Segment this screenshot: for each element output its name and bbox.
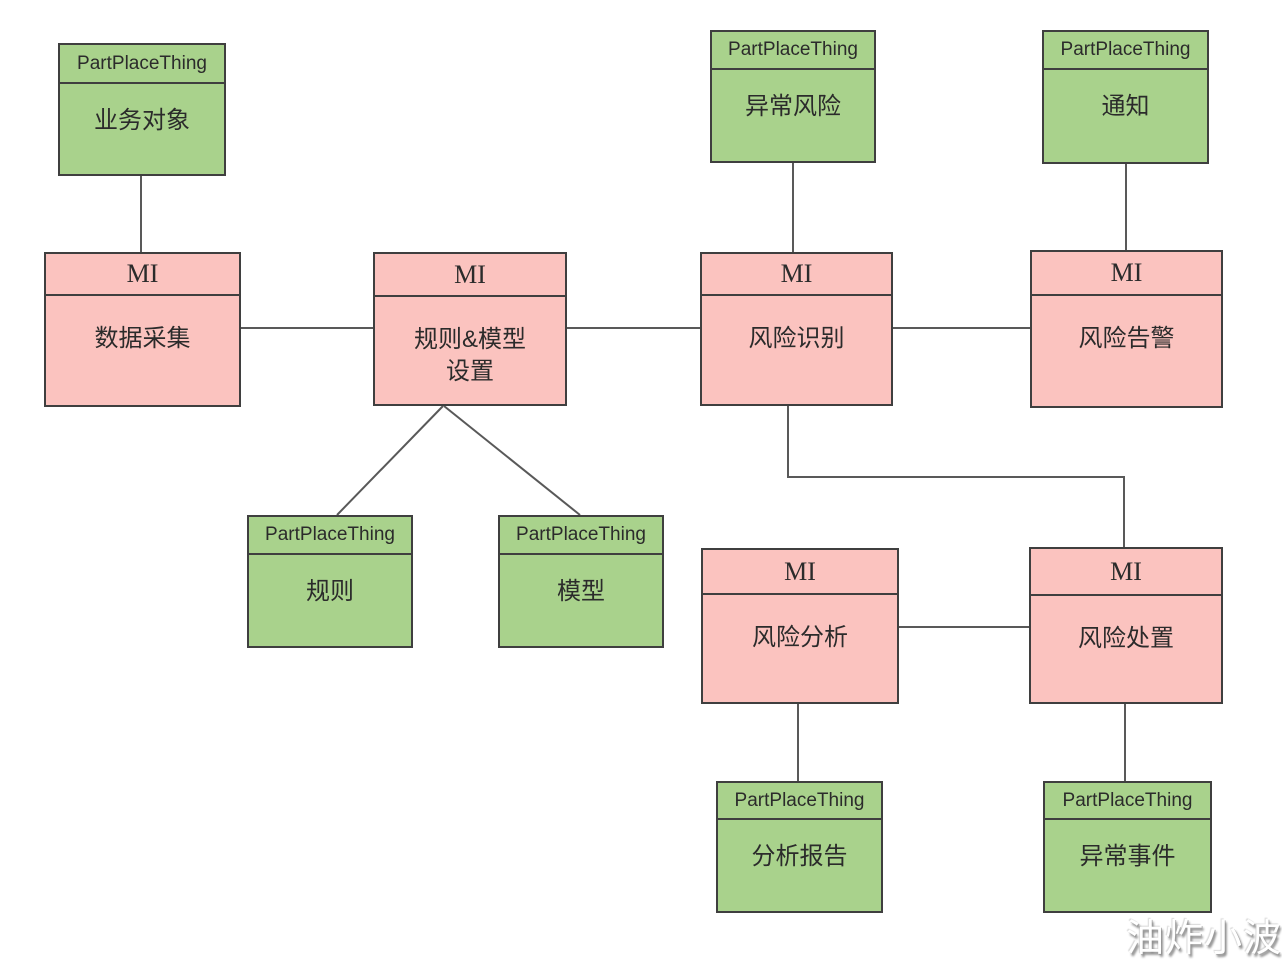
edge-rule-model-setting--rule [336, 405, 444, 516]
edge-risk-identification--risk-disposal [787, 406, 1125, 547]
node-header-risk-alert: MI [1032, 252, 1221, 296]
node-label-risk-identification: 风险识别 [748, 325, 845, 352]
node-header-analysis-report: PartPlaceThing [718, 783, 881, 820]
node-label-abnormal-event: 异常事件 [1079, 843, 1176, 870]
node-label-risk-analysis: 风险分析 [752, 624, 848, 651]
node-risk-identification[interactable]: MI 风险识别 [700, 252, 893, 406]
node-risk-analysis[interactable]: MI 风险分析 [701, 548, 899, 704]
node-header-risk-disposal: MI [1031, 549, 1221, 596]
node-label-analysis-report: 分析报告 [751, 843, 848, 870]
node-business-object[interactable]: PartPlaceThing 业务对象 [58, 43, 226, 176]
node-header-business-object: PartPlaceThing [60, 45, 224, 84]
node-label-rule: 规则 [306, 578, 354, 605]
node-label-risk-alert: 风险告警 [1078, 325, 1175, 352]
node-model[interactable]: PartPlaceThing 模型 [498, 515, 664, 648]
node-abnormal-event[interactable]: PartPlaceThing 异常事件 [1043, 781, 1212, 913]
node-risk-alert[interactable]: MI 风险告警 [1030, 250, 1223, 408]
node-label-risk-disposal: 风险处置 [1078, 625, 1174, 652]
node-label-rule-model-setting: 规则&模型 设置 [413, 326, 526, 386]
watermark-text: 油炸小波 [1126, 918, 1282, 960]
node-rule-model-setting[interactable]: MI 规则&模型 设置 [373, 252, 567, 406]
node-header-abnormal-event: PartPlaceThing [1045, 783, 1210, 820]
node-header-risk-analysis: MI [703, 550, 897, 595]
node-header-risk-identification: MI [702, 254, 891, 296]
node-analysis-report[interactable]: PartPlaceThing 分析报告 [716, 781, 883, 913]
node-rule[interactable]: PartPlaceThing 规则 [247, 515, 413, 648]
node-header-rule: PartPlaceThing [249, 517, 411, 555]
node-header-notification: PartPlaceThing [1044, 32, 1207, 70]
edge-rule-model-setting--model [443, 405, 581, 516]
node-risk-disposal[interactable]: MI 风险处置 [1029, 547, 1223, 704]
node-header-model: PartPlaceThing [500, 517, 662, 555]
node-header-data-collection: MI [46, 254, 239, 296]
node-label-abnormal-risk: 异常风险 [745, 93, 841, 120]
node-notification[interactable]: PartPlaceThing 通知 [1042, 30, 1209, 164]
node-label-notification: 通知 [1101, 93, 1150, 120]
node-label-business-object: 业务对象 [94, 107, 190, 134]
node-label-data-collection: 数据采集 [94, 325, 191, 352]
node-header-rule-model-setting: MI [375, 254, 565, 297]
node-label-model: 模型 [557, 578, 605, 605]
node-abnormal-risk[interactable]: PartPlaceThing 异常风险 [710, 30, 876, 163]
node-header-abnormal-risk: PartPlaceThing [712, 32, 874, 70]
node-data-collection[interactable]: MI 数据采集 [44, 252, 241, 407]
